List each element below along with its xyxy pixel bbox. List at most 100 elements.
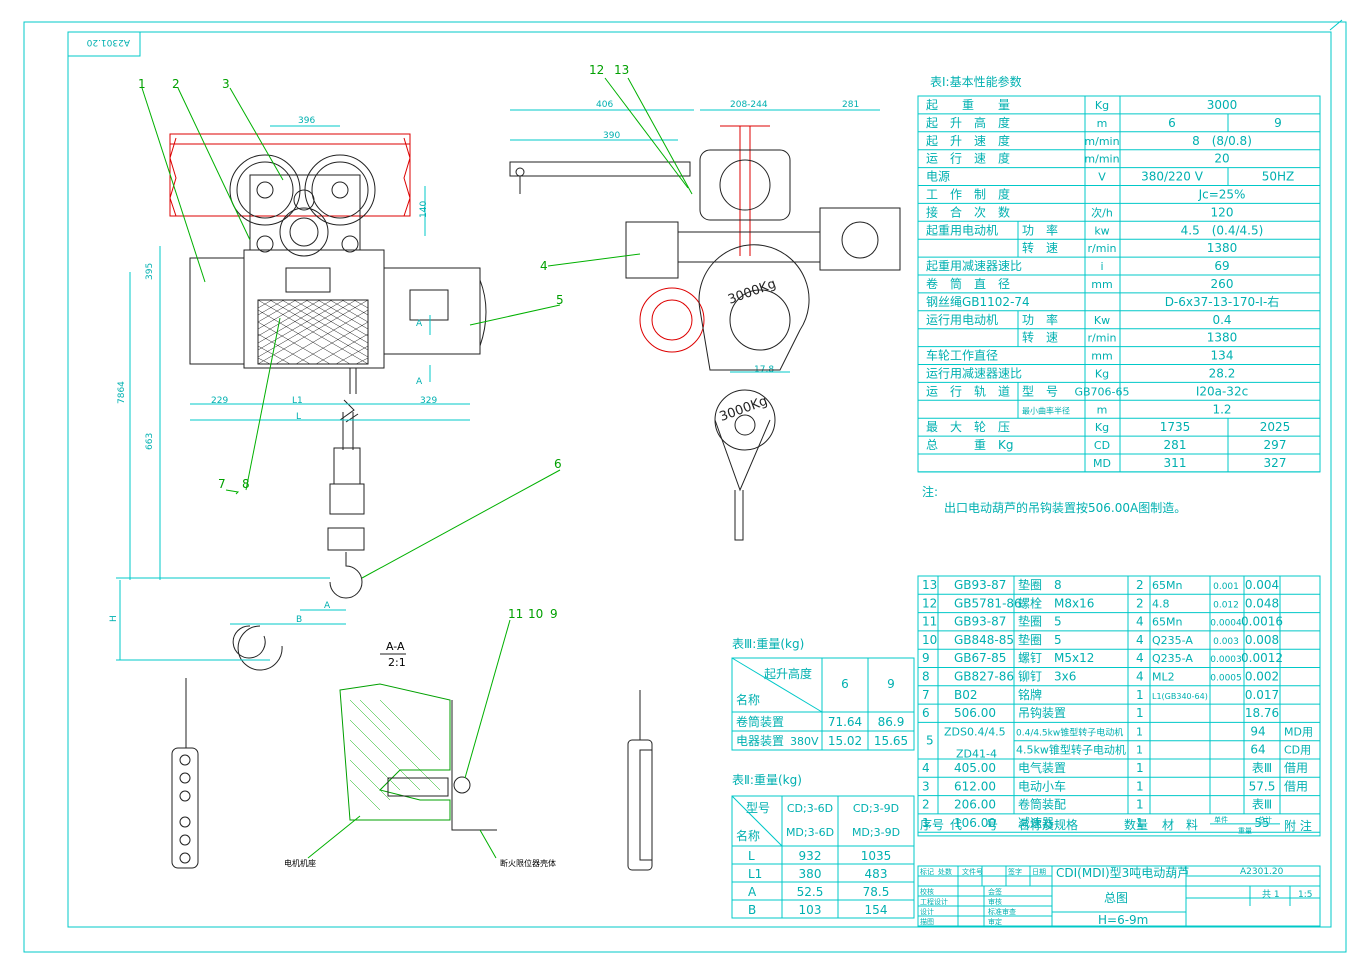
bom-material: Q235-A xyxy=(1152,634,1193,647)
bom-name: 垫圈 8 xyxy=(1018,577,1062,592)
table1-value: 0.4 xyxy=(1212,313,1231,327)
code-box xyxy=(67,31,141,57)
beam-flange xyxy=(169,133,411,217)
table1-unit: Kg xyxy=(1095,421,1109,434)
table1-value: Jc=25% xyxy=(1198,188,1246,202)
bom-no: 1 xyxy=(922,816,930,830)
table1-unit: m/min xyxy=(1084,135,1119,148)
travel-motor xyxy=(819,207,901,271)
bom-code: GB827-86 xyxy=(954,670,1014,684)
svg-text:A: A xyxy=(416,377,423,387)
hoist-motor xyxy=(383,267,481,355)
bom-name: 吊钩装置 xyxy=(1018,706,1066,720)
bom-code: 506.00 xyxy=(954,706,996,720)
title-scale: 1:5 xyxy=(1298,890,1312,900)
table2-c1b: MD;3-6D xyxy=(786,826,834,839)
table1-label: 运行用减速器速比 xyxy=(926,367,1022,381)
bom-name: 卷筒装配 xyxy=(1018,797,1066,812)
tb-label: 标准审查 xyxy=(988,907,1016,916)
table1-label: 起 升 速 度 xyxy=(926,133,1010,148)
table3-val: 15.65 xyxy=(874,734,908,748)
front-view: 396 140 395 229 L1 329 L 7864 663 B A H … xyxy=(109,116,487,671)
table2-val: 932 xyxy=(799,849,822,863)
bom-code: 612.00 xyxy=(954,779,996,793)
part-label-1: 1 xyxy=(138,77,146,91)
svg-text:L: L xyxy=(296,412,301,422)
svg-text:L1: L1 xyxy=(292,396,303,406)
bom-qty: 4 xyxy=(1136,615,1144,629)
part-label-8: 8 xyxy=(242,477,250,491)
table1-unit: m/min xyxy=(1084,153,1119,166)
table3-val: 86.9 xyxy=(878,715,905,729)
table3-h1: 起升高度 xyxy=(764,666,812,681)
table1-label: 总 重 Kg xyxy=(926,438,1014,452)
bom-unit-weight: 0.012 xyxy=(1213,600,1239,610)
table1-unit: MD xyxy=(1093,457,1111,470)
table3-title: 表Ⅲ:重量(kg) xyxy=(732,637,804,651)
table1-sublabel: 转 速 xyxy=(1022,330,1058,345)
svg-text:电机机座: 电机机座 xyxy=(284,858,316,868)
tb-label: 签字 xyxy=(1008,867,1022,876)
bom-qty: 1 xyxy=(1136,688,1144,702)
tb-label: 校核 xyxy=(920,887,934,896)
svg-text:A-A: A-A xyxy=(386,640,405,653)
rope-drum xyxy=(257,299,369,365)
table1-value: 134 xyxy=(1211,349,1234,363)
table1-label: 工 作 制 度 xyxy=(926,187,1010,202)
table1-unit: m xyxy=(1097,403,1108,416)
part-label-12: 12 xyxy=(589,63,604,77)
bom-total: 0.004 xyxy=(1245,578,1279,592)
table1-value: 4.5 (0.4/4.5) xyxy=(1181,223,1264,237)
table1-unit: r/min xyxy=(1088,332,1117,345)
svg-text:B: B xyxy=(296,615,302,625)
svg-text:281: 281 xyxy=(842,100,859,110)
bom-header: 数量 xyxy=(1124,817,1148,832)
name-plate xyxy=(285,267,331,293)
bom-name: 垫圈 5 xyxy=(1018,632,1062,647)
bom-qty: 2 xyxy=(1136,596,1144,610)
bom-code: 206.00 xyxy=(954,798,996,812)
trolley-wheel-right xyxy=(304,154,376,226)
tb-label: 文件号 xyxy=(962,867,983,876)
bom-remark: 借用 xyxy=(1284,779,1308,793)
table1-unit: Kg xyxy=(1095,99,1109,112)
tb-label: 审核 xyxy=(988,897,1002,906)
bom-unit-weight: 0.003 xyxy=(1213,637,1239,647)
table3-val: 71.64 xyxy=(828,715,862,729)
bom-name: 减速器 xyxy=(1018,816,1054,830)
limit-switch-arm xyxy=(509,161,691,177)
bom-total: 0.017 xyxy=(1245,688,1279,702)
table2-h2: 名称 xyxy=(736,828,760,843)
table1-value: 1380 xyxy=(1207,331,1238,345)
svg-text:663: 663 xyxy=(145,433,155,450)
bom-code: 405.00 xyxy=(954,761,996,775)
trolley-frame-side xyxy=(699,149,791,221)
table1-sublabel: 功 率 xyxy=(1022,222,1058,237)
title-drawing-name: 总图 xyxy=(1104,891,1128,905)
table3-h2: 名称 xyxy=(736,692,760,707)
beam-section xyxy=(720,125,770,256)
bom-total: 表Ⅲ xyxy=(1252,798,1272,812)
table1-unit: Kw xyxy=(1094,314,1110,327)
table2-c2b: MD;3-9D xyxy=(852,826,900,839)
bom-material: Q235-A xyxy=(1152,652,1193,665)
bom-no: 2 xyxy=(922,798,930,812)
bom-code: ZDS0.4/4.5 xyxy=(944,725,1006,738)
table1-unit: i xyxy=(1100,260,1103,273)
tb-label: 审定 xyxy=(988,917,1002,926)
bom-total: 57.5 xyxy=(1249,779,1276,793)
trolley-wheel-left xyxy=(229,154,301,226)
table1-unit: m xyxy=(1097,117,1108,130)
bom-qty: 1 xyxy=(1136,725,1143,738)
table1-value: 311 xyxy=(1164,456,1187,470)
table1-value: 1380 xyxy=(1207,241,1238,255)
bom-total: 0.0016 xyxy=(1241,615,1283,629)
hook xyxy=(329,552,363,599)
table2-title: 表Ⅱ:重量(kg) xyxy=(732,773,802,787)
table1-sublabel: 转 速 xyxy=(1022,240,1058,255)
bom-header: 序号 xyxy=(920,817,944,832)
part-label-5: 5 xyxy=(556,293,564,307)
outer-border xyxy=(23,21,1347,953)
